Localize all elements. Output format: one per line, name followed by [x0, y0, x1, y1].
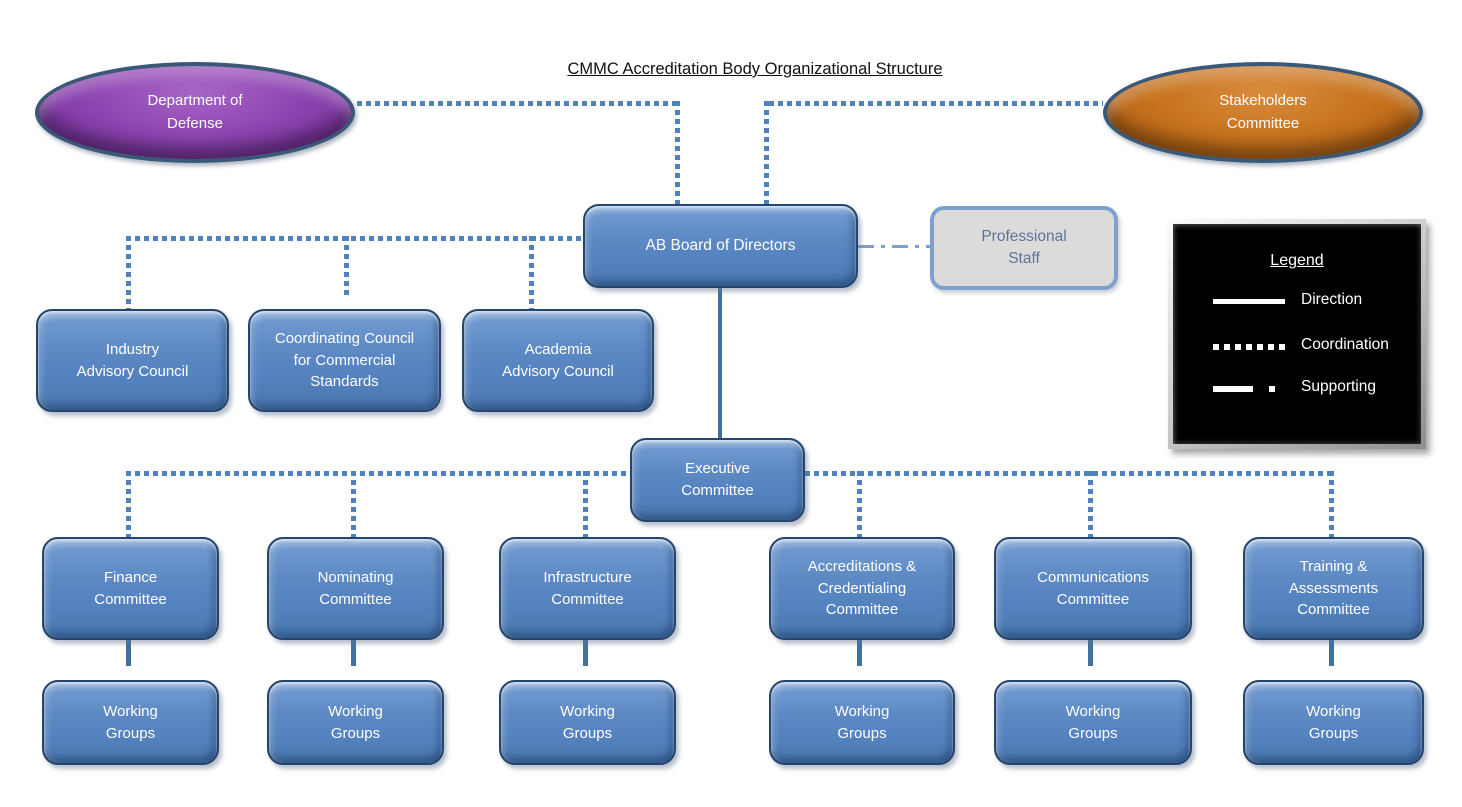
connector-board-to-executive-solid — [718, 288, 722, 438]
connector-board-to-staff-dashdot — [858, 245, 930, 248]
node-label: Infrastructure Committee — [543, 568, 632, 608]
node-ab-board-of-directors: AB Board of Directors — [583, 204, 858, 288]
node-department-of-defense: Department of Defense — [35, 62, 355, 163]
node-stakeholders-committee: Stakeholders Committee — [1103, 62, 1423, 163]
node-executive-committee: Executive Committee — [630, 438, 805, 522]
solid-line-icon — [1213, 299, 1285, 304]
connector-nominating-to-working-groups — [351, 640, 356, 666]
connector-executive-right-horizontal — [805, 471, 1334, 476]
node-label: Working Groups — [560, 702, 615, 742]
connector-stakeholders-to-board-horizontal — [769, 101, 1103, 106]
node-working-groups-finance: Working Groups — [42, 680, 219, 765]
connector-infrastructure-to-working-groups — [583, 640, 588, 666]
node-label: Training & Assessments Committee — [1288, 557, 1379, 619]
node-label: Industry Advisory Council — [76, 340, 189, 380]
connector-drop-nominating — [351, 471, 356, 537]
node-label: Stakeholders Committee — [1219, 92, 1307, 132]
node-label: Professional Staff — [981, 227, 1067, 267]
node-academia-advisory-council: Academia Advisory Council — [462, 309, 654, 412]
dash-dot-line-icon — [1213, 386, 1289, 392]
connector-board-to-councils-horizontal — [126, 236, 583, 241]
legend-item-label: Direction — [1301, 291, 1363, 308]
connector-training-to-working-groups — [1329, 640, 1334, 666]
node-label: Working Groups — [1065, 702, 1121, 742]
legend-panel: Legend Direction Coordination Supporting — [1173, 224, 1421, 444]
legend-row-direction: Direction — [1173, 291, 1421, 311]
connector-communications-to-working-groups — [1088, 640, 1093, 666]
node-professional-staff: Professional Staff — [930, 206, 1118, 290]
node-label: Finance Committee — [94, 568, 167, 608]
node-label: AB Board of Directors — [645, 236, 796, 254]
connector-drop-industry-council — [126, 236, 131, 310]
node-working-groups-infrastructure: Working Groups — [499, 680, 676, 765]
legend: Legend Direction Coordination Supporting — [1168, 219, 1426, 449]
node-industry-advisory-council: Industry Advisory Council — [36, 309, 229, 412]
dotted-line-icon — [1213, 344, 1287, 350]
connector-drop-finance — [126, 471, 131, 537]
node-training-assessments-committee: Training & Assessments Committee — [1243, 537, 1424, 640]
node-infrastructure-committee: Infrastructure Committee — [499, 537, 676, 640]
node-label: Department of Defense — [147, 92, 243, 132]
node-working-groups-nominating: Working Groups — [267, 680, 444, 765]
connector-drop-coordinating-council — [344, 236, 349, 298]
legend-item-label: Supporting — [1301, 378, 1376, 395]
node-label: Working Groups — [1306, 702, 1361, 742]
connector-accreditations-to-working-groups — [857, 640, 862, 666]
node-label: Working Groups — [103, 702, 158, 742]
page-title: CMMC Accreditation Body Organizational S… — [567, 60, 943, 78]
connector-dod-to-board-vertical — [675, 101, 680, 204]
node-label: Coordinating Council for Commercial Stan… — [274, 329, 415, 391]
node-working-groups-communications: Working Groups — [994, 680, 1192, 765]
node-working-groups-training: Working Groups — [1243, 680, 1424, 765]
legend-item-label: Coordination — [1301, 336, 1389, 353]
connector-executive-left-horizontal — [126, 471, 630, 476]
connector-drop-communications — [1088, 471, 1093, 537]
legend-row-coordination: Coordination — [1173, 336, 1421, 356]
connector-stakeholders-to-board-vertical — [764, 101, 769, 204]
connector-finance-to-working-groups — [126, 640, 131, 666]
node-coordinating-council: Coordinating Council for Commercial Stan… — [248, 309, 441, 412]
node-communications-committee: Communications Committee — [994, 537, 1192, 640]
node-accreditations-credentialing-committee: Accreditations & Credentialing Committee — [769, 537, 955, 640]
connector-drop-infrastructure — [583, 471, 588, 537]
connector-drop-accreditations — [857, 471, 862, 537]
connector-drop-training — [1329, 471, 1334, 537]
legend-row-supporting: Supporting — [1173, 378, 1421, 398]
node-label: Nominating Committee — [317, 568, 394, 608]
node-label: Academia Advisory Council — [502, 340, 614, 380]
node-label: Accreditations & Credentialing Committee — [807, 557, 917, 619]
node-finance-committee: Finance Committee — [42, 537, 219, 640]
node-nominating-committee: Nominating Committee — [267, 537, 444, 640]
node-label: Executive Committee — [681, 460, 754, 499]
node-label: Communications Committee — [1037, 568, 1149, 608]
connector-drop-academia-council — [529, 236, 534, 310]
node-working-groups-accreditations: Working Groups — [769, 680, 955, 765]
node-label: Working Groups — [328, 702, 383, 742]
node-label: Working Groups — [834, 702, 890, 742]
connector-dod-to-board-horizontal — [357, 101, 675, 106]
legend-title: Legend — [1270, 252, 1324, 269]
